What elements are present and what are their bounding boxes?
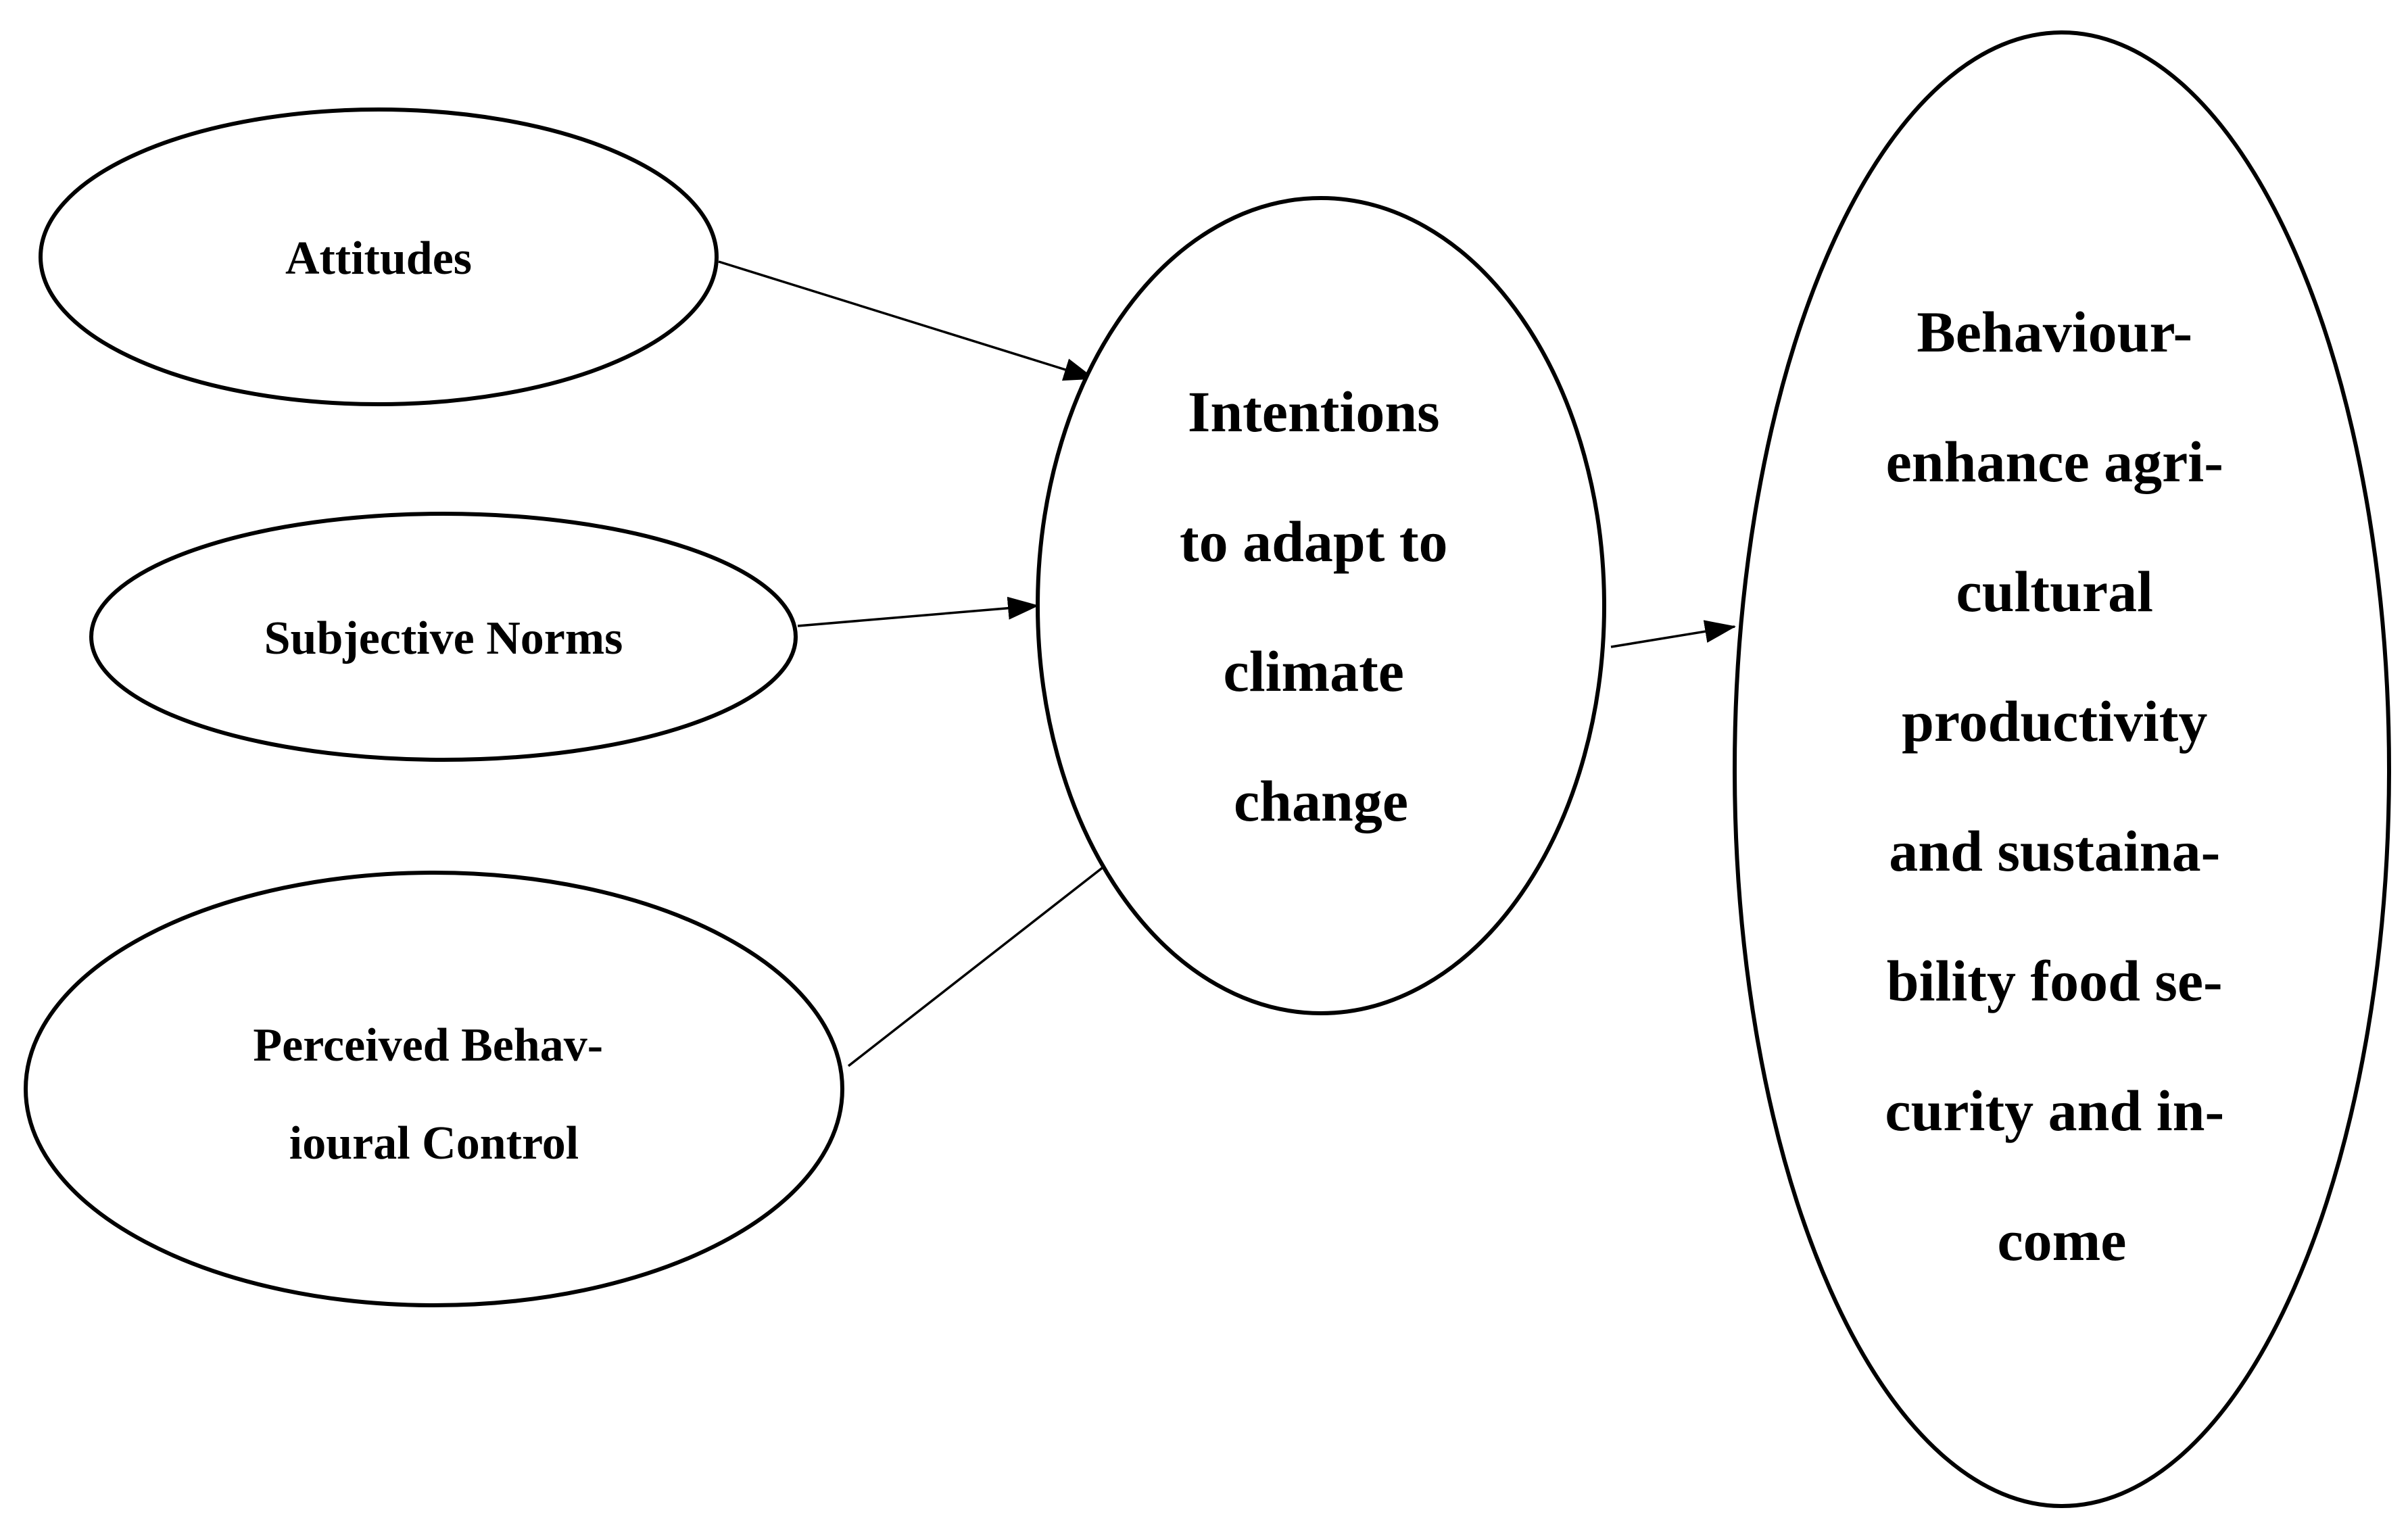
behaviour-label-line-3: cultural xyxy=(1956,559,2153,624)
intentions-ellipse xyxy=(1036,196,1606,1015)
edge-intentions-to-behaviour xyxy=(1610,620,1736,648)
behaviour-ellipse xyxy=(1733,30,2391,1508)
attitudes-label-line-1: Attitudes xyxy=(285,233,472,285)
behaviour-label-line-8: come xyxy=(1998,1208,2127,1273)
svg-text:Perceived Behav- ioural: Perceived Behav- ioural Control xyxy=(253,1019,615,1169)
perceived-control-label-line-2: ioural Control xyxy=(289,1117,579,1169)
svg-text:Behaviour- enhance agri-: Behaviour- enhance agri- cultural produc… xyxy=(1885,299,2238,1273)
node-intentions: Intentions to adapt to climate change xyxy=(1036,196,1606,1015)
intentions-label-line-4: change xyxy=(1234,769,1408,833)
behaviour-label-line-2: enhance agri- xyxy=(1886,429,2223,494)
svg-text:Attitudes: Attitudes xyxy=(285,233,472,285)
behaviour-label-line-1: Behaviour- xyxy=(1917,299,2192,364)
intentions-label-line-1: Intentions xyxy=(1188,379,1440,444)
node-subjective-norms: Subjective Norms xyxy=(89,512,798,762)
intentions-label-line-3: climate xyxy=(1224,639,1404,704)
perceived-control-label-line-1: Perceived Behav- xyxy=(253,1019,603,1071)
behaviour-label-line-5: and sustaina- xyxy=(1889,819,2220,883)
edge-norms-to-intentions xyxy=(797,596,1039,627)
behaviour-label-line-7: curity and in- xyxy=(1885,1078,2224,1143)
svg-text:Subjective Norms: Subjective Norms xyxy=(264,612,623,664)
node-behaviour: Behaviour- enhance agri- cultural produc… xyxy=(1733,30,2391,1508)
node-perceived-control: Perceived Behav- ioural Control xyxy=(24,871,844,1307)
attitudes-ellipse xyxy=(39,107,719,406)
behaviour-label-line-4: productivity xyxy=(1902,689,2207,754)
subjective-norms-ellipse xyxy=(89,512,798,762)
svg-text:Intentions to adapt to: Intentions to adapt to climate change xyxy=(1180,379,1462,833)
behaviour-label-line-6: bility food se- xyxy=(1887,948,2223,1013)
node-attitudes: Attitudes xyxy=(39,107,719,406)
edge-attitudes-to-intentions xyxy=(718,260,1095,381)
subjective-norms-label-line-1: Subjective Norms xyxy=(264,612,623,664)
intentions-label-line-2: to adapt to xyxy=(1180,509,1448,574)
perceived-control-ellipse xyxy=(24,871,844,1307)
